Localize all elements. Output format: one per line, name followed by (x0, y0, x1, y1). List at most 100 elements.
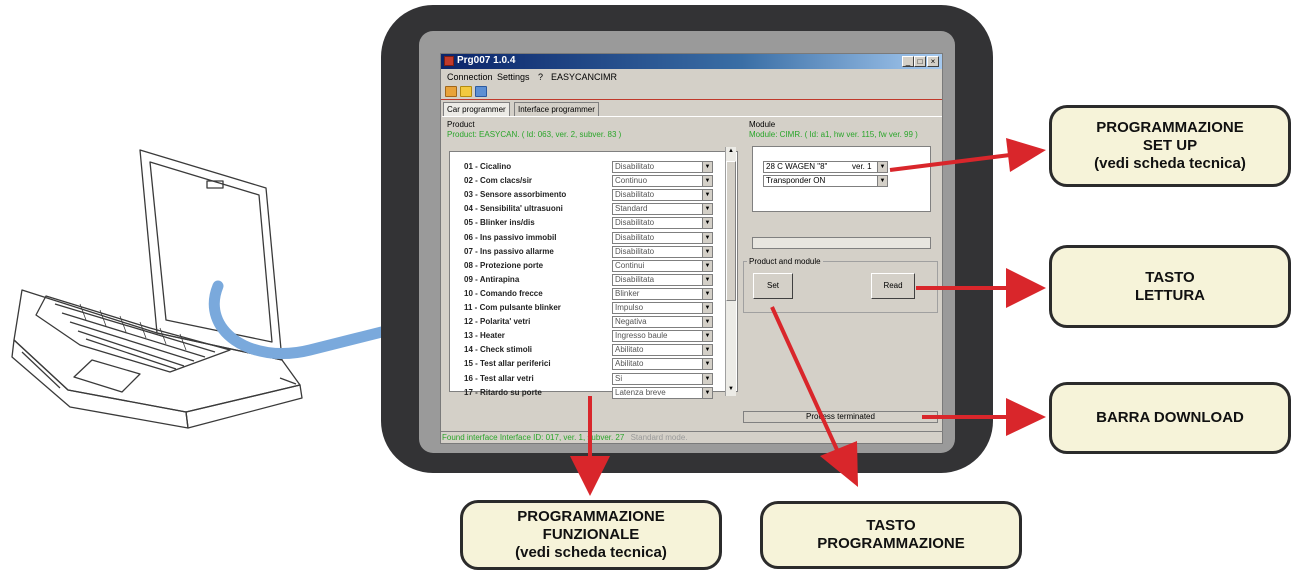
product-list-scrollbar[interactable]: ▲ ▼ (725, 147, 736, 396)
tab-interface-programmer[interactable]: Interface programmer (514, 102, 599, 116)
menu-settings[interactable]: Settings (497, 72, 530, 82)
product-option-select[interactable]: Latenza breve▼ (612, 386, 713, 399)
chevron-down-icon[interactable]: ▼ (702, 359, 712, 370)
chevron-down-icon[interactable]: ▼ (702, 331, 712, 342)
callout-setup-line2: SET UP (1142, 137, 1198, 154)
product-option-select[interactable]: Impulso ▼ (612, 302, 713, 314)
module-info: Module: CIMR. ( Id: a1, hw ver. 115, fw … (749, 130, 918, 139)
callout-read-line2: LETTURA (1135, 286, 1205, 304)
product-option-select[interactable]: Disabilitato ▼ (612, 231, 713, 244)
product-option-select[interactable]: Abilitato▼ (612, 358, 713, 371)
product-option-value: Standard (615, 204, 648, 214)
product-option-select[interactable]: Disabilitato ▼ (612, 161, 713, 173)
chevron-down-icon[interactable]: ▼ (702, 387, 712, 398)
chevron-down-icon[interactable]: ▼ (702, 218, 712, 229)
product-option-value: Impulso (615, 303, 644, 312)
product-option-label: 02 - Com clacs/sir (464, 176, 533, 186)
chevron-down-icon[interactable]: ▼ (702, 204, 712, 215)
product-option-value: Disabilitato (615, 246, 655, 256)
product-option-label: 06 - Ins passivo immobil (464, 232, 557, 242)
product-option-label: 09 - Antirapina (464, 274, 520, 284)
chevron-down-icon[interactable]: ▼ (702, 162, 712, 172)
product-option-select[interactable]: Disabilitato ▼ (612, 245, 713, 258)
product-option-select[interactable]: Si▼ (612, 372, 713, 385)
minimize-button[interactable]: _ (902, 56, 914, 67)
chevron-down-icon[interactable]: ▼ (702, 373, 712, 384)
menu-bar: Connection Settings ? EASYCAN CIMR (441, 70, 942, 84)
menu-cimr[interactable]: CIMR (594, 72, 617, 82)
product-option-label: 07 - Ins passivo allarme (464, 246, 554, 256)
menu-easycan[interactable]: EASYCAN (551, 72, 595, 82)
window-title: Prg007 1.0.4 (457, 55, 516, 66)
callout-setup-programming: PROGRAMMAZIONE SET UP (vedi scheda tecni… (1049, 105, 1291, 187)
chevron-down-icon[interactable]: ▼ (702, 274, 712, 285)
product-option-value: Disabilitato (615, 190, 655, 200)
menu-help[interactable]: ? (538, 72, 544, 82)
callout-read-button: TASTO LETTURA (1049, 245, 1291, 328)
chevron-down-icon[interactable]: ▼ (877, 162, 887, 172)
read-button[interactable]: Read (871, 273, 915, 299)
status-bar: Found interface Interface ID: 017, ver. … (441, 431, 943, 444)
callout-setup-line3: (vedi scheda tecnica) (1094, 155, 1246, 172)
download-progress-bar: Process terminated (743, 411, 938, 423)
callout-functional-line3: (vedi scheda tecnica) (515, 544, 667, 561)
chevron-down-icon[interactable]: ▼ (702, 232, 712, 243)
car-model-value: 28 C WAGEN "8" (766, 162, 828, 171)
open-folder-icon[interactable] (445, 86, 457, 97)
set-button[interactable]: Set (753, 273, 793, 299)
product-option-value: Abilitato (615, 345, 644, 355)
product-option-label: 08 - Protezione porte (464, 260, 544, 270)
folder-icon[interactable] (460, 86, 472, 97)
title-bar[interactable]: Prg007 1.0.4 _ □ × (441, 54, 942, 69)
toolbar-divider (441, 99, 942, 100)
product-option-label: 17 - Ritardo su porte (464, 387, 542, 397)
application-window: Prg007 1.0.4 _ □ × Connection Settings ?… (440, 53, 943, 444)
product-option-value: Disabilitato (615, 232, 655, 242)
chevron-down-icon[interactable]: ▼ (877, 176, 887, 186)
product-option-label: 16 - Test allar vetri (464, 373, 534, 383)
status-found-interface: Found interface Interface ID: 017, ver. … (442, 433, 625, 442)
chevron-down-icon[interactable]: ▼ (702, 317, 712, 328)
tab-car-programmer[interactable]: Car programmer (443, 102, 510, 116)
menu-connection[interactable]: Connection (447, 72, 493, 82)
transponder-select[interactable]: Transponder ON ▼ (763, 175, 888, 187)
process-status-text: Process terminated (806, 412, 875, 421)
product-info: Product: EASYCAN. ( Id: 063, ver. 2, sub… (447, 130, 622, 139)
close-button[interactable]: × (927, 56, 939, 67)
chevron-down-icon[interactable]: ▼ (702, 190, 712, 201)
chevron-down-icon[interactable]: ▼ (702, 246, 712, 257)
product-option-select[interactable]: Continui▼ (612, 259, 713, 272)
chevron-down-icon[interactable]: ▼ (702, 345, 712, 356)
save-icon[interactable] (475, 86, 487, 97)
product-option-select[interactable]: Standard ▼ (612, 203, 713, 216)
chevron-down-icon[interactable]: ▼ (702, 260, 712, 271)
product-option-label: 11 - Com pulsante blinker (464, 303, 561, 312)
maximize-button[interactable]: □ (914, 56, 926, 67)
product-option-value: Negativa (615, 317, 647, 327)
product-option-value: Disabilitata (615, 274, 655, 284)
product-option-select[interactable]: Negativa ▼ (612, 316, 713, 329)
chevron-down-icon[interactable]: ▼ (702, 176, 712, 187)
scroll-up-icon[interactable]: ▲ (728, 148, 734, 154)
product-option-select[interactable]: Abilitato ▼ (612, 344, 713, 357)
callout-read-line1: TASTO (1145, 268, 1195, 286)
callout-program-line1: TASTO (866, 517, 916, 534)
product-option-label: 15 - Test allar periferici (464, 359, 551, 369)
product-option-select[interactable]: Disabilitato ▼ (612, 189, 713, 202)
product-option-select[interactable]: Ingresso baule▼ (612, 330, 713, 343)
product-option-select[interactable]: Disabilitata ▼ (612, 273, 713, 286)
scroll-down-icon[interactable]: ▼ (728, 386, 734, 392)
chevron-down-icon[interactable]: ▼ (702, 303, 712, 313)
product-option-select[interactable]: Continuo ▼ (612, 175, 713, 188)
chevron-down-icon[interactable]: ▼ (702, 288, 712, 299)
product-and-module-label: Product and module (747, 257, 823, 266)
product-option-label: 01 - Cicalino (464, 162, 512, 171)
product-option-select[interactable]: Blinker▼ (612, 287, 713, 300)
car-model-select[interactable]: 28 C WAGEN "8" ver. 1 ▼ (763, 161, 888, 173)
product-option-select[interactable]: Disabilitato▼ (612, 217, 713, 230)
module-progress-bar (752, 237, 931, 249)
product-option-value: Continuo (615, 176, 648, 186)
product-option-value: Disabilitato (615, 162, 655, 171)
scroll-thumb[interactable] (726, 161, 736, 301)
